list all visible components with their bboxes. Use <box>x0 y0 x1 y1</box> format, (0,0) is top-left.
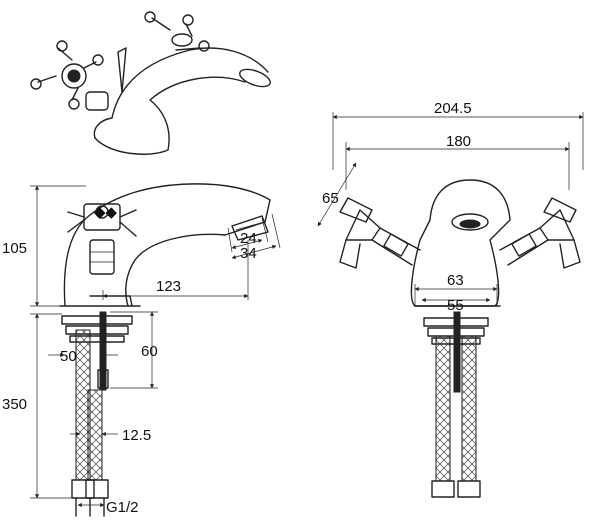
dim-aerator-outer: 34 <box>240 245 257 262</box>
dim-base-outer: 63 <box>447 272 464 289</box>
perspective-right-handle <box>144 11 210 52</box>
dim-thread: G1/2 <box>106 499 139 516</box>
dim-hose-diameter: 12.5 <box>122 427 151 444</box>
front-right-handle <box>499 197 581 269</box>
side-elevation: ◆◆ <box>59 183 271 517</box>
perspective-left-handle <box>30 40 109 111</box>
front-elevation <box>339 179 581 498</box>
dim-overall-width: 204.5 <box>434 100 472 117</box>
dim-handle-angle: 65 <box>322 190 339 207</box>
dim-handle-span: 180 <box>446 133 471 150</box>
svg-text:◆◆: ◆◆ <box>94 204 118 221</box>
dim-height: 105 <box>2 240 27 257</box>
dim-shank-offset: 50 <box>60 348 77 365</box>
dim-shank-length: 60 <box>141 343 158 360</box>
dim-reach: 123 <box>156 278 181 295</box>
dim-tail-length: 350 <box>2 396 27 413</box>
front-left-handle <box>339 197 421 269</box>
side-handle: ◆◆ <box>67 203 137 275</box>
dimension-lines <box>30 112 584 508</box>
dim-base-inner: 55 <box>447 297 464 314</box>
dim-aerator-inner: 24 <box>240 230 257 247</box>
perspective-view <box>30 11 271 155</box>
